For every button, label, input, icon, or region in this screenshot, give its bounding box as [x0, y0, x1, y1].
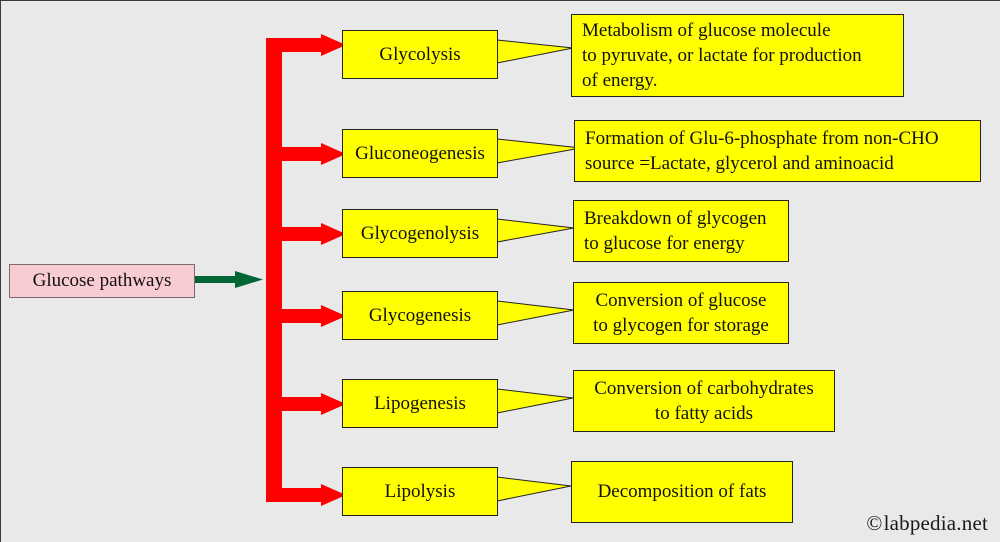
callout-tail-lipolysis	[496, 476, 572, 502]
description-line: Metabolism of glucose molecule	[582, 19, 831, 41]
callout-tail-lipogenesis	[496, 388, 574, 414]
red-branch-arrow-glycolysis	[266, 34, 346, 56]
description-line: to fatty acids	[654, 403, 754, 424]
description-box-glycogenolysis[interactable]: Breakdown of glycogen to glucose for ene…	[573, 200, 789, 262]
pathway-label: Glycogenesis	[368, 304, 472, 326]
pathway-box-glycogenolysis[interactable]: Glycogenolysis	[342, 209, 498, 258]
callout-tail-glycogenolysis	[496, 218, 575, 243]
root-to-trunk-green-arrow	[195, 271, 263, 288]
description-line: to glycogen for storage	[593, 315, 769, 336]
red-trunk	[266, 38, 282, 502]
description-line: to glucose for energy	[584, 233, 745, 254]
red-branch-arrow-lipogenesis	[266, 393, 346, 415]
description-box-lipogenesis[interactable]: Conversion of carbohydrates to fatty aci…	[573, 370, 835, 432]
description-line: Breakdown of glycogen	[584, 207, 767, 229]
description-line: Formation of Glu-6-phosphate from non-CH…	[585, 127, 939, 149]
red-branch-arrow-glycogenesis	[266, 305, 346, 327]
copyright-icon: ©	[866, 511, 883, 535]
pathway-box-lipogenesis[interactable]: Lipogenesis	[342, 379, 498, 428]
pathway-box-lipolysis[interactable]: Lipolysis	[342, 467, 498, 516]
description-box-glycolysis[interactable]: Metabolism of glucose molecule to pyruva…	[571, 14, 904, 97]
description-line: Decomposition of fats	[597, 481, 767, 503]
red-branch-arrow-lipolysis	[266, 484, 346, 506]
pathway-label: Glycogenolysis	[360, 222, 480, 244]
watermark: ©labpedia.net	[866, 511, 988, 536]
red-branch-arrow-gluconeogenesis	[266, 143, 346, 165]
pathway-box-glycolysis[interactable]: Glycolysis	[342, 30, 498, 79]
pathway-label: Gluconeogenesis	[355, 142, 485, 164]
description-box-gluconeogenesis[interactable]: Formation of Glu-6-phosphate from non-CH…	[574, 120, 981, 182]
description-line: of energy.	[582, 70, 658, 92]
pathway-box-glycogenesis[interactable]: Glycogenesis	[342, 291, 498, 340]
callout-tail-gluconeogenesis	[496, 138, 582, 164]
description-line: Conversion of glucose	[595, 289, 767, 311]
root-node-glucose-pathways[interactable]: Glucose pathways	[9, 264, 195, 298]
pathway-label: Lipolysis	[384, 480, 456, 502]
description-line: to pyruvate, or lactate for production	[582, 44, 862, 66]
pathway-label: Lipogenesis	[374, 392, 466, 414]
description-box-lipolysis[interactable]: Decomposition of fats	[571, 461, 793, 523]
description-line: source =Lactate, glycerol and aminoacid	[585, 153, 894, 174]
red-branch-arrow-glycogenolysis	[266, 223, 346, 245]
watermark-text: labpedia.net	[883, 511, 988, 535]
pathway-label: Glycolysis	[379, 43, 461, 65]
description-line: Conversion of carbohydrates	[594, 377, 814, 399]
root-node-label: Glucose pathways	[32, 270, 172, 291]
pathway-box-gluconeogenesis[interactable]: Gluconeogenesis	[342, 129, 498, 178]
callout-tail-glycolysis	[496, 39, 574, 64]
description-box-glycogenesis[interactable]: Conversion of glucose to glycogen for st…	[573, 282, 789, 344]
callout-tail-glycogenesis	[496, 300, 575, 326]
